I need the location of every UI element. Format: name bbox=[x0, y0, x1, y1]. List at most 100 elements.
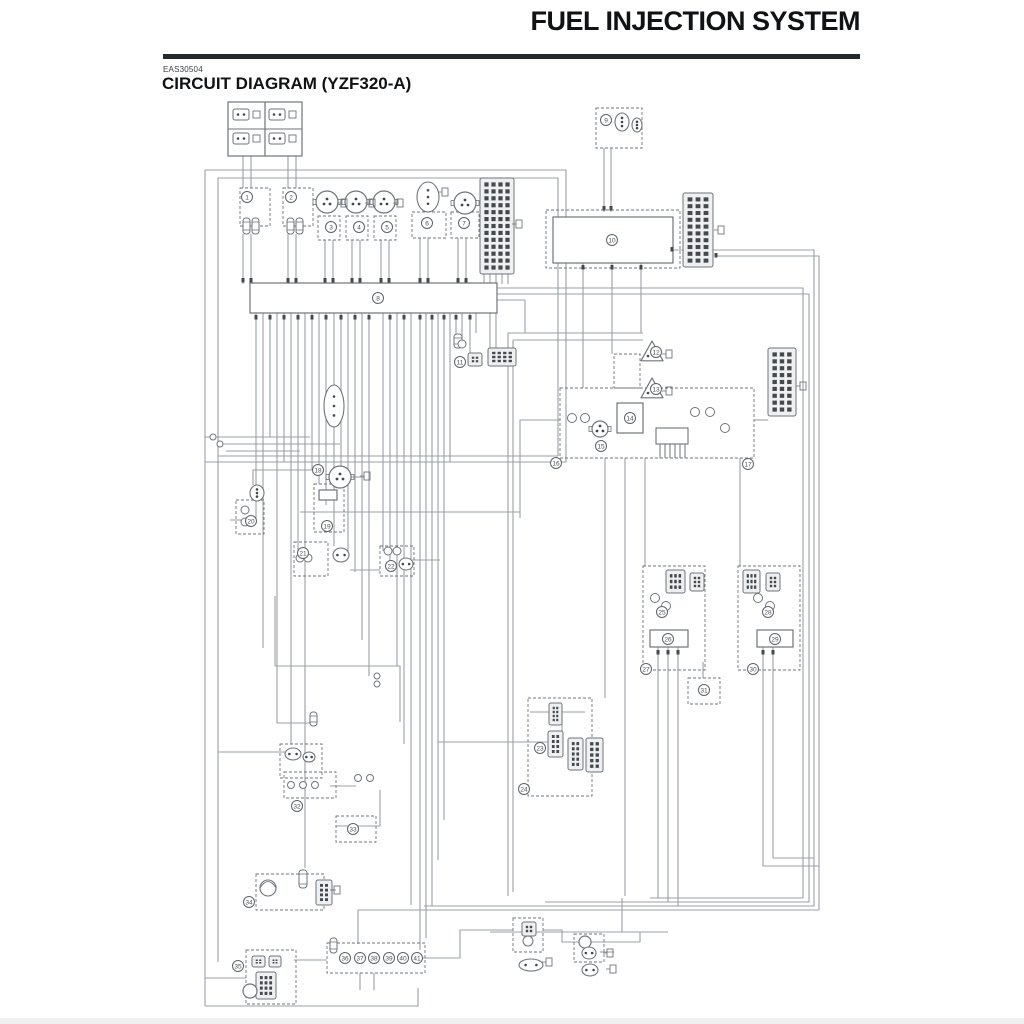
terminal-mark bbox=[282, 315, 286, 320]
fuse-slot bbox=[232, 108, 250, 121]
pin-contact bbox=[695, 244, 701, 250]
callout-badge bbox=[368, 952, 380, 964]
pin-contact bbox=[703, 231, 709, 236]
connector-tab bbox=[369, 199, 374, 205]
terminal-mark bbox=[771, 650, 775, 655]
pin-contact bbox=[471, 356, 475, 359]
tag-label bbox=[545, 957, 553, 967]
pin-contact bbox=[255, 959, 258, 961]
pin-contact bbox=[484, 230, 489, 235]
pin-contact bbox=[491, 189, 496, 194]
pin-contact bbox=[325, 893, 328, 897]
pin-contact bbox=[491, 265, 496, 270]
connector-pin bbox=[635, 120, 639, 124]
tag-label bbox=[799, 381, 807, 391]
terminal-circle bbox=[240, 505, 250, 515]
wire bbox=[591, 932, 641, 943]
tag-label bbox=[717, 225, 725, 235]
callout-number: 10 bbox=[608, 237, 616, 244]
fuse-slot bbox=[268, 132, 286, 145]
pin-contact bbox=[787, 407, 792, 412]
callout-badge bbox=[550, 457, 562, 469]
pin-contact bbox=[259, 981, 263, 985]
terminal-mark bbox=[294, 278, 298, 283]
connector-pin bbox=[635, 126, 639, 130]
connector-tab bbox=[341, 199, 346, 205]
round-connector bbox=[372, 190, 396, 214]
pin-contact bbox=[269, 986, 273, 990]
pin-contact bbox=[687, 204, 693, 209]
pin-contact bbox=[678, 585, 682, 589]
pin-contact bbox=[484, 217, 489, 222]
pin-contact bbox=[505, 182, 510, 187]
callout-badge bbox=[353, 221, 365, 233]
dashed-enclosure bbox=[559, 387, 755, 459]
fuse-slot-terminal bbox=[252, 134, 261, 143]
terminal-mark bbox=[418, 315, 422, 320]
pin-contact bbox=[687, 210, 693, 216]
pin-contact bbox=[491, 251, 496, 256]
connector-pin bbox=[379, 202, 383, 206]
wire bbox=[204, 169, 567, 1006]
callout-badge bbox=[650, 383, 662, 395]
pin-contact bbox=[769, 584, 773, 588]
fuse-slot-terminal bbox=[288, 110, 297, 119]
oval-connector bbox=[518, 958, 544, 972]
connector-pin bbox=[595, 429, 599, 433]
pin-contact bbox=[491, 217, 496, 222]
terminal-circle bbox=[354, 774, 362, 782]
pin-contact bbox=[687, 238, 693, 243]
connector-tab bbox=[588, 426, 593, 432]
connector-pin bbox=[598, 424, 602, 428]
pin-contact bbox=[773, 576, 777, 580]
pin-contact bbox=[269, 976, 273, 980]
fuse-slot bbox=[232, 132, 250, 145]
pin-contact bbox=[471, 360, 475, 363]
callout-badge bbox=[285, 191, 297, 203]
terminal-circle bbox=[580, 413, 590, 423]
pin-contact bbox=[552, 718, 555, 722]
connector-pin bbox=[310, 755, 314, 759]
callout-number: 1 bbox=[245, 194, 249, 201]
connector-pin bbox=[354, 197, 358, 201]
connector-pin bbox=[255, 491, 259, 495]
pin-contact bbox=[772, 386, 777, 391]
terminal-circle bbox=[392, 546, 402, 556]
callout-badge bbox=[339, 952, 351, 964]
terminal-circle bbox=[705, 407, 715, 417]
connector-pin bbox=[535, 963, 538, 967]
pin-contact bbox=[787, 359, 792, 364]
pin-grid-connector bbox=[547, 730, 564, 758]
terminal-mark bbox=[241, 278, 245, 283]
connector-pin bbox=[272, 113, 276, 116]
pin-contact bbox=[595, 764, 599, 768]
callout-badge bbox=[640, 663, 652, 675]
wire bbox=[762, 647, 819, 867]
pin-contact bbox=[498, 244, 503, 249]
wire bbox=[217, 177, 559, 962]
terminal-mark bbox=[402, 315, 406, 320]
oval-connector bbox=[302, 751, 316, 763]
pin-contact bbox=[697, 576, 701, 580]
pin-contact bbox=[772, 359, 777, 364]
pin-contact bbox=[551, 735, 555, 738]
pin-contact bbox=[498, 258, 503, 263]
connector-tab bbox=[607, 426, 612, 432]
pin-contact bbox=[674, 585, 677, 589]
pin-contact bbox=[320, 888, 323, 892]
tag-label bbox=[363, 471, 371, 481]
terminal-circle bbox=[299, 781, 307, 789]
pin-contact bbox=[498, 265, 503, 270]
callout-number: 2 bbox=[289, 194, 293, 201]
terminal-mark bbox=[339, 315, 343, 320]
terminal-mark bbox=[268, 315, 272, 320]
fuse-slot bbox=[268, 108, 286, 121]
callout-number: 8 bbox=[376, 295, 380, 302]
dashed-enclosure bbox=[345, 215, 369, 241]
pin-contact bbox=[773, 580, 777, 584]
pin-contact bbox=[325, 888, 328, 892]
pin-contact bbox=[750, 585, 753, 589]
connector-pin bbox=[332, 414, 336, 417]
terminal-mark bbox=[286, 278, 290, 283]
terminal-mark bbox=[350, 278, 354, 283]
